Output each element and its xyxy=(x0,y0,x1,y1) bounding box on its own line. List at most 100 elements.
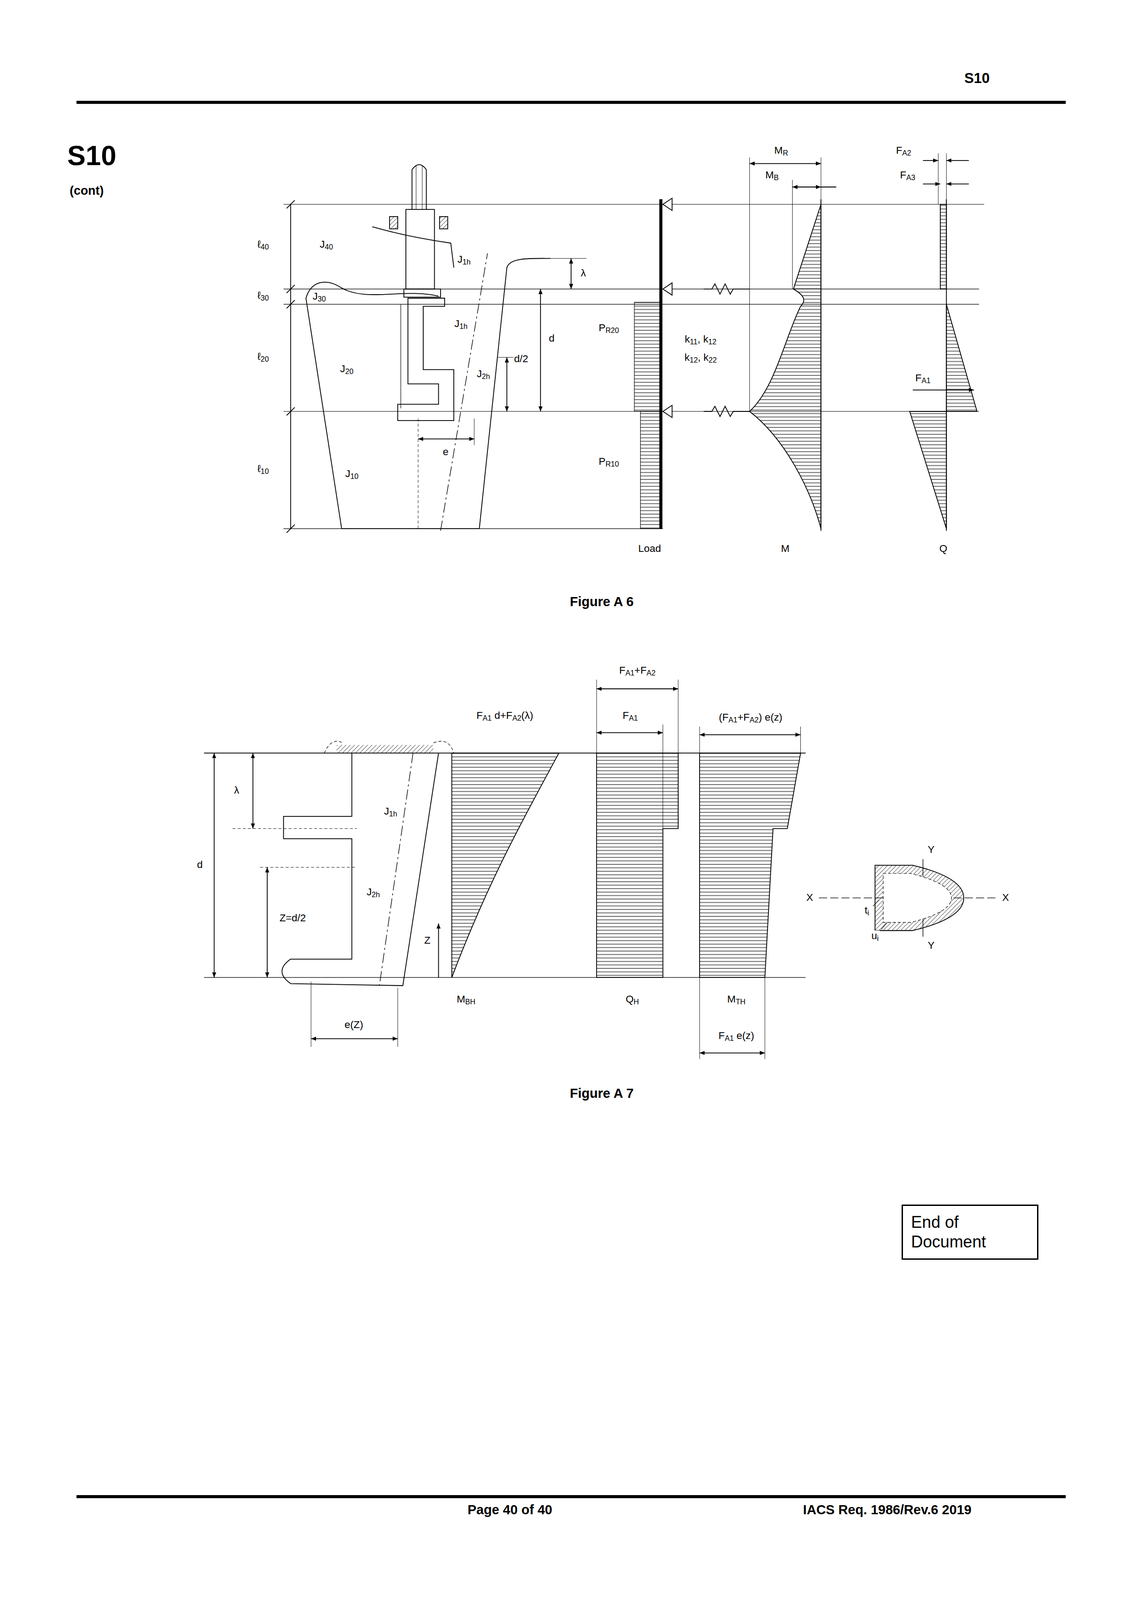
label-part: F xyxy=(476,709,483,722)
diagram-title: Load xyxy=(637,543,663,554)
subscript: A1 xyxy=(482,713,492,722)
axis-label: X xyxy=(805,892,815,903)
length-label: ℓ40 xyxy=(256,238,270,251)
line-art xyxy=(792,186,837,188)
line-art xyxy=(306,282,439,530)
line-art xyxy=(76,1494,1066,1499)
line-art xyxy=(703,283,750,294)
dimension-label: d/2 xyxy=(513,353,530,364)
line-art xyxy=(699,752,801,978)
inertia-label: J30 xyxy=(311,290,327,303)
label-part: J xyxy=(476,368,482,380)
label-part: M xyxy=(781,542,790,555)
line-art xyxy=(311,981,312,1047)
moment-label: MB xyxy=(764,169,780,182)
subscript: A2 xyxy=(902,148,912,157)
label-part: F xyxy=(622,709,629,722)
line-art xyxy=(663,198,673,211)
end-box: End of Document xyxy=(901,1204,1039,1260)
label-part: ℓ xyxy=(257,238,261,250)
line-art xyxy=(451,752,560,978)
line-art xyxy=(433,741,454,753)
diagram-title: MBH xyxy=(455,993,477,1006)
subscript: B xyxy=(773,173,779,182)
axis-label: Y xyxy=(926,844,936,855)
line-art xyxy=(404,289,441,298)
line-art xyxy=(946,160,969,161)
label-part: ℓ xyxy=(257,350,261,363)
force-label: FA1+FA2 xyxy=(618,664,657,677)
label-part: F xyxy=(915,372,922,384)
line-art xyxy=(336,744,434,753)
subscript: 40 xyxy=(324,242,333,251)
dimension-label: d xyxy=(196,859,204,871)
label-part: e xyxy=(442,446,449,458)
label-part: d xyxy=(197,859,203,871)
diagram-title: MTH xyxy=(726,993,747,1006)
line-art xyxy=(792,179,793,289)
inertia-label: J2h xyxy=(365,886,381,899)
subscript: 2h xyxy=(482,372,491,381)
line-art xyxy=(283,304,980,305)
dimension-label: e xyxy=(441,446,450,457)
line-art xyxy=(800,726,801,753)
label-part: ) e(z) xyxy=(758,711,783,723)
label-part: d+F xyxy=(491,709,513,722)
inertia-label: J20 xyxy=(339,363,355,376)
page-header: S10 xyxy=(963,71,991,87)
line-art xyxy=(286,200,295,209)
line-art xyxy=(539,289,541,412)
label-part: Y xyxy=(927,843,935,856)
label-part: X xyxy=(806,891,814,903)
label-part: F xyxy=(900,169,907,181)
label-part: S10 xyxy=(67,140,117,172)
label-part: J xyxy=(319,238,325,250)
line-art xyxy=(252,752,254,829)
line-art xyxy=(286,300,295,309)
section-number: S10 xyxy=(66,141,118,171)
label-part: Figure A 7 xyxy=(569,1085,634,1101)
subscript: 20 xyxy=(345,367,354,376)
line-art xyxy=(259,866,357,868)
line-art xyxy=(699,726,701,753)
line-art xyxy=(283,204,985,529)
label-part: Figure A 6 xyxy=(569,594,634,609)
subscript: A1 xyxy=(728,715,738,724)
line-art xyxy=(640,411,661,529)
line-art xyxy=(662,724,664,829)
stiffness-label: k12, k22 xyxy=(683,352,718,364)
subscript: TH xyxy=(735,997,746,1006)
line-art xyxy=(912,389,974,391)
label-part: M xyxy=(765,169,774,181)
line-art xyxy=(266,867,268,978)
line-art xyxy=(286,200,295,533)
moment-label: MR xyxy=(773,145,789,157)
label-part: t xyxy=(864,904,868,916)
label-part: J xyxy=(366,886,372,898)
line-art xyxy=(749,163,822,165)
subscript: 2h xyxy=(371,890,380,899)
length-label: ℓ30 xyxy=(256,290,270,302)
line-art xyxy=(820,157,822,205)
line-art xyxy=(938,153,939,205)
line-art xyxy=(596,752,679,978)
line-art xyxy=(703,406,750,417)
line-art xyxy=(283,410,980,412)
line-art xyxy=(663,282,673,296)
label-part: k xyxy=(684,333,691,345)
line-art xyxy=(883,873,952,923)
label-part: k xyxy=(684,351,690,364)
label-part: J xyxy=(454,317,460,330)
line-art xyxy=(479,258,551,529)
diagram-title: Q xyxy=(938,543,949,554)
line-art xyxy=(881,922,888,930)
label-part: Z xyxy=(424,934,431,946)
label-part: ℓ xyxy=(257,289,261,301)
moment-label: FA1 e(z) xyxy=(717,1030,756,1043)
label-part: e(z) xyxy=(733,1029,755,1042)
subscript: 30 xyxy=(260,293,270,302)
axis-label: Y xyxy=(926,939,936,951)
line-art xyxy=(283,288,980,290)
subscript: 11 xyxy=(690,337,698,346)
line-art xyxy=(946,153,947,205)
